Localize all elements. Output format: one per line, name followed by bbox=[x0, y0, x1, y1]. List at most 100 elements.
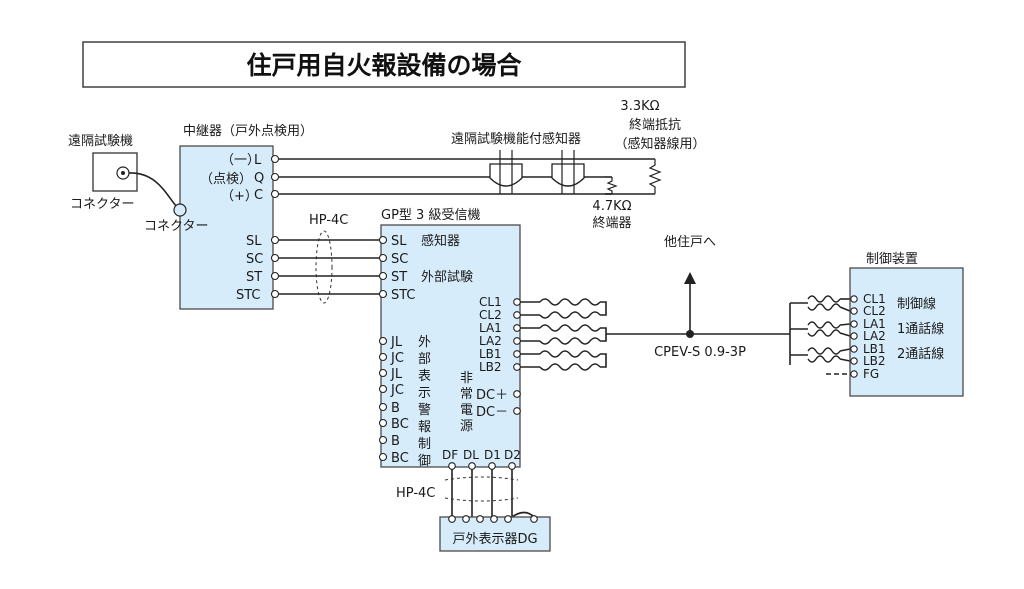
alarm-control-char-3: 制 bbox=[418, 437, 431, 452]
receiver-terminal-CL1-label: CL1 bbox=[479, 295, 502, 309]
receiver-box bbox=[380, 224, 521, 468]
controller-terminal-CL2-label: CL2 bbox=[863, 304, 886, 318]
controller-call1-label: 1通話線 bbox=[897, 321, 944, 337]
ctrl-w-LB1 bbox=[839, 348, 851, 352]
receiver-terminal-CL2-label: CL2 bbox=[479, 308, 502, 322]
end-resistor-icon bbox=[648, 159, 662, 194]
receiver-terminal-LB2-label: LB2 bbox=[479, 360, 502, 374]
relay-terminal-SL-label: SL bbox=[246, 234, 262, 249]
twist-icon-ctrl-2a bbox=[807, 321, 841, 329]
relay-terminal-ST bbox=[270, 271, 280, 281]
remote-tester-label: 遠隔試験機 bbox=[68, 133, 133, 149]
controller-terminal-LB2 bbox=[850, 357, 858, 365]
arrow-up-icon bbox=[684, 272, 696, 284]
receiver-terminal-DF bbox=[448, 462, 456, 470]
relay-terminal-Q bbox=[270, 172, 280, 182]
receiver-terminal-SC bbox=[378, 253, 388, 263]
page-title: 住戸用自火報設備の場合 bbox=[246, 51, 522, 80]
dc-plus-label: DC＋ bbox=[476, 388, 508, 403]
relay-terminal-L bbox=[270, 154, 280, 164]
ctrl-w-LA2 bbox=[839, 332, 851, 337]
alarm-control-char-1: 警 bbox=[418, 402, 431, 418]
receiver-terminal-SL bbox=[378, 235, 388, 245]
relay-polarity-check: （点検） bbox=[200, 172, 252, 187]
external-display-char-4: 示 bbox=[418, 386, 431, 401]
ctrl-w-LA1 bbox=[839, 323, 851, 326]
ctrl-w-CL2 bbox=[839, 306, 851, 312]
receiver-terminal-BC-1 bbox=[378, 418, 388, 428]
to-other-units-label: 他住戸へ bbox=[664, 235, 716, 250]
emergency-power-char-2: 常 bbox=[460, 387, 473, 402]
controller-terminal-FG bbox=[850, 370, 858, 378]
controller-terminal-LA1 bbox=[850, 320, 858, 328]
controller-terminal-LA2-label: LA2 bbox=[863, 329, 886, 343]
receiver-terminal-LB2 bbox=[513, 363, 521, 371]
receiver-right-coils bbox=[520, 298, 607, 371]
outdoor-display-terminal-5 bbox=[504, 515, 512, 523]
twist-icon-ctrl-2b bbox=[807, 329, 841, 337]
controller-control-line-label: 制御線 bbox=[897, 296, 936, 312]
controller-terminal-LA2 bbox=[850, 332, 858, 340]
receiver-external-terminals bbox=[378, 336, 388, 462]
detector-label: 遠隔試験機能付感知器 bbox=[451, 131, 581, 147]
twist-icon-pair1a bbox=[539, 298, 601, 306]
relay-connector-icon bbox=[173, 203, 187, 217]
receiver-terminal-DL bbox=[468, 462, 476, 470]
end-device-resistor-icon bbox=[606, 177, 618, 194]
receiver-terminal-D1 bbox=[488, 462, 496, 470]
cable-hp4c-top-bundle bbox=[315, 230, 333, 304]
external-display-char-3: 表 bbox=[418, 369, 431, 384]
receiver-terminal-LB1 bbox=[513, 350, 521, 358]
receiver-terminal-JC-1 bbox=[378, 352, 388, 362]
emergency-power-char-4: 源 bbox=[460, 419, 473, 434]
end-resistor-sublabel: （感知器線用） bbox=[614, 136, 705, 152]
outdoor-display-terminal-3 bbox=[476, 515, 484, 523]
controller-call2-label: 2通話線 bbox=[897, 346, 944, 362]
alarm-control-char-4: 御 bbox=[418, 454, 431, 469]
external-display-char-2: 部 bbox=[418, 352, 431, 367]
relay-terminal-C bbox=[270, 189, 280, 199]
receiver-terminal-DF-label: DF bbox=[442, 448, 458, 462]
controller-terminal-LB2-label: LB2 bbox=[863, 354, 886, 368]
relay-terminal-ST-label: ST bbox=[246, 270, 262, 285]
controller-box bbox=[849, 267, 964, 397]
relay-terminal-STC-label: STC bbox=[236, 288, 261, 303]
twist-icon-ctrl-1b bbox=[807, 303, 841, 311]
relay-terminal-SC-label: SC bbox=[246, 252, 263, 267]
alarm-control-char-2: 報 bbox=[418, 420, 431, 435]
cable-hp4c-bottom-label: HP-4C bbox=[396, 486, 435, 501]
relay-connector-label: コネクター bbox=[144, 219, 208, 234]
twist-icon-ctrl-3a bbox=[807, 347, 841, 355]
detector-1-icon bbox=[489, 163, 523, 187]
receiver-terminal-LA2 bbox=[513, 337, 521, 345]
receiver-terminal-B-1-label: B bbox=[391, 401, 400, 416]
controller-terminal-CL1 bbox=[850, 295, 858, 303]
receiver-terminal-D2 bbox=[508, 462, 516, 470]
outdoor-display-terminal-2 bbox=[462, 515, 470, 523]
dc-minus-label: DC－ bbox=[476, 405, 508, 420]
receiver-terminal-SL-label: SL bbox=[391, 234, 407, 249]
relay-terminal-Q-label: Q bbox=[254, 171, 264, 186]
twist-icon-pair2b bbox=[539, 337, 601, 345]
relay-polarity-minus: （一） bbox=[221, 153, 260, 168]
pair3-join bbox=[600, 353, 607, 368]
outdoor-display-label: 戸外表示器DG bbox=[452, 532, 537, 547]
receiver-terminal-JC-2 bbox=[378, 384, 388, 394]
relay-terminal-SL bbox=[270, 235, 280, 245]
controller-terminal-FG-label: FG bbox=[863, 367, 879, 381]
receiver-terminal-SC-label: SC bbox=[391, 252, 408, 267]
twist-icon-pair3a bbox=[539, 350, 601, 358]
relay-terminal-SC bbox=[270, 253, 280, 263]
receiver-terminal-ST-label: ST bbox=[391, 270, 407, 285]
relay-box bbox=[179, 145, 274, 310]
controller-terminal-LB1 bbox=[850, 345, 858, 353]
receiver-terminal-B-2 bbox=[378, 435, 388, 445]
receiver-terminal-D2-label: D2 bbox=[504, 448, 521, 462]
relay-terminal-L-label: L bbox=[254, 153, 262, 168]
wire-D2-loop bbox=[511, 511, 535, 518]
receiver-sensor-label: 感知器 bbox=[421, 233, 460, 249]
controller-terminal-CL1-label: CL1 bbox=[863, 292, 886, 306]
pair2-join bbox=[600, 327, 607, 342]
controller-left-coils bbox=[789, 295, 851, 375]
outdoor-display-terminal-1 bbox=[448, 515, 456, 523]
